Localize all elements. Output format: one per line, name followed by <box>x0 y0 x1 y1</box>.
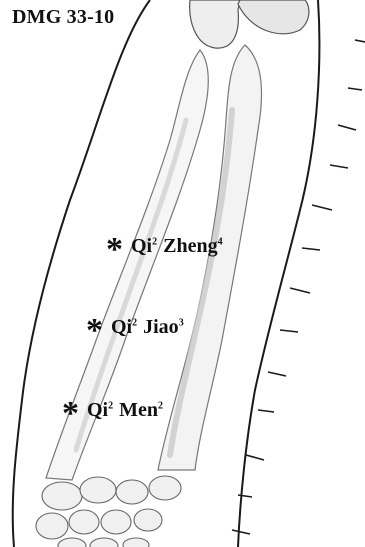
acupoint-qi-zheng: * Qi2Zheng4 <box>106 232 223 258</box>
acupoint-label: Qi2Jiao3 <box>111 316 184 339</box>
acupoint-marker-icon: * <box>86 321 103 341</box>
olecranon <box>238 0 309 34</box>
acupoint-marker-icon: * <box>62 404 79 424</box>
carpal-bones <box>36 476 181 547</box>
acupoint-qi-men: * Qi2Men2 <box>62 396 163 422</box>
acupoint-marker-icon: * <box>106 240 123 260</box>
figure-id-label: DMG 33-10 <box>12 6 114 29</box>
acupoint-label: Qi2Men2 <box>87 399 163 422</box>
elbow-condyle <box>190 0 240 48</box>
acupoint-label: Qi2Zheng4 <box>131 235 223 258</box>
acupoint-qi-jiao: * Qi2Jiao3 <box>86 313 184 339</box>
